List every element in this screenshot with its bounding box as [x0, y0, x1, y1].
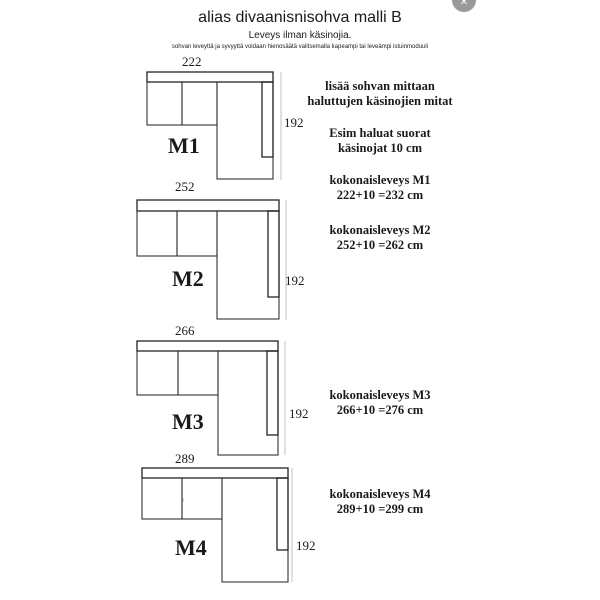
model-label-m2: M2 — [172, 266, 204, 291]
chaise-module-m1 — [216, 81, 274, 180]
chaise-module-m4 — [221, 477, 289, 583]
depth-label-m2: 192 — [285, 273, 305, 288]
side-rest-m1 — [261, 81, 274, 158]
width-label-m1: 222 — [182, 54, 202, 69]
total-width-m1: kokonaisleveys M1 222+10 =232 cm — [329, 173, 431, 202]
seat-module-m1-1 — [146, 81, 183, 126]
side-rest-m2 — [267, 210, 280, 298]
adjustment-note: sohvan leveyttä ja syvyyttä voidaan hien… — [171, 44, 429, 50]
total-width-m2: kokonaisleveys M2 252+10 =262 cm — [329, 223, 431, 252]
side-rest-m4 — [276, 477, 289, 551]
close-icon[interactable]: ✕ — [452, 0, 476, 12]
seat-module-m2-2 — [176, 210, 218, 257]
chaise-module-m2 — [216, 210, 280, 320]
depth-label-m4: 192 — [296, 538, 316, 553]
width-label-m2: 252 — [175, 179, 195, 194]
seat-module-m2-1 — [136, 210, 178, 257]
seat-module-m4-2 — [181, 477, 223, 520]
backrest-m2 — [136, 199, 280, 212]
seat-module-m3-2 — [177, 350, 219, 396]
model-label-m3: M3 — [172, 409, 204, 434]
sofa-outline-m2 — [136, 199, 287, 320]
info-example: Esim haluat suorat käsinojat 10 cm — [329, 126, 431, 155]
sofa-outline-m4 — [141, 467, 293, 583]
info-intro: lisää sohvan mittaan haluttujen käsinoji… — [307, 79, 453, 108]
backrest-m4 — [141, 467, 289, 479]
backrest-m1 — [146, 71, 274, 83]
seat-module-m3-1 — [136, 350, 179, 396]
width-label-m3: 266 — [175, 323, 195, 338]
width-label-m4: 289 — [175, 451, 195, 466]
depth-label-m3: 192 — [289, 406, 309, 421]
sofa-outline-m1 — [146, 71, 282, 180]
chaise-module-m3 — [217, 350, 279, 456]
page-subtitle: Leveys ilman käsinojia. — [248, 30, 352, 41]
seat-module-m1-2 — [181, 81, 218, 126]
model-label-m1: M1 — [168, 133, 200, 158]
model-label-m4: M4 — [175, 535, 207, 560]
backrest-m3 — [136, 340, 279, 352]
seat-module-m4-1 — [141, 477, 183, 520]
depth-label-m1: 192 — [284, 115, 304, 130]
sofa-outline-m3 — [136, 340, 286, 456]
total-width-m4: kokonaisleveys M4 289+10 =299 cm — [329, 487, 431, 516]
total-width-m3: kokonaisleveys M3 266+10 =276 cm — [329, 388, 431, 417]
side-rest-m3 — [266, 350, 279, 436]
page-title: alias divaanisnisohva malli B — [198, 9, 402, 26]
